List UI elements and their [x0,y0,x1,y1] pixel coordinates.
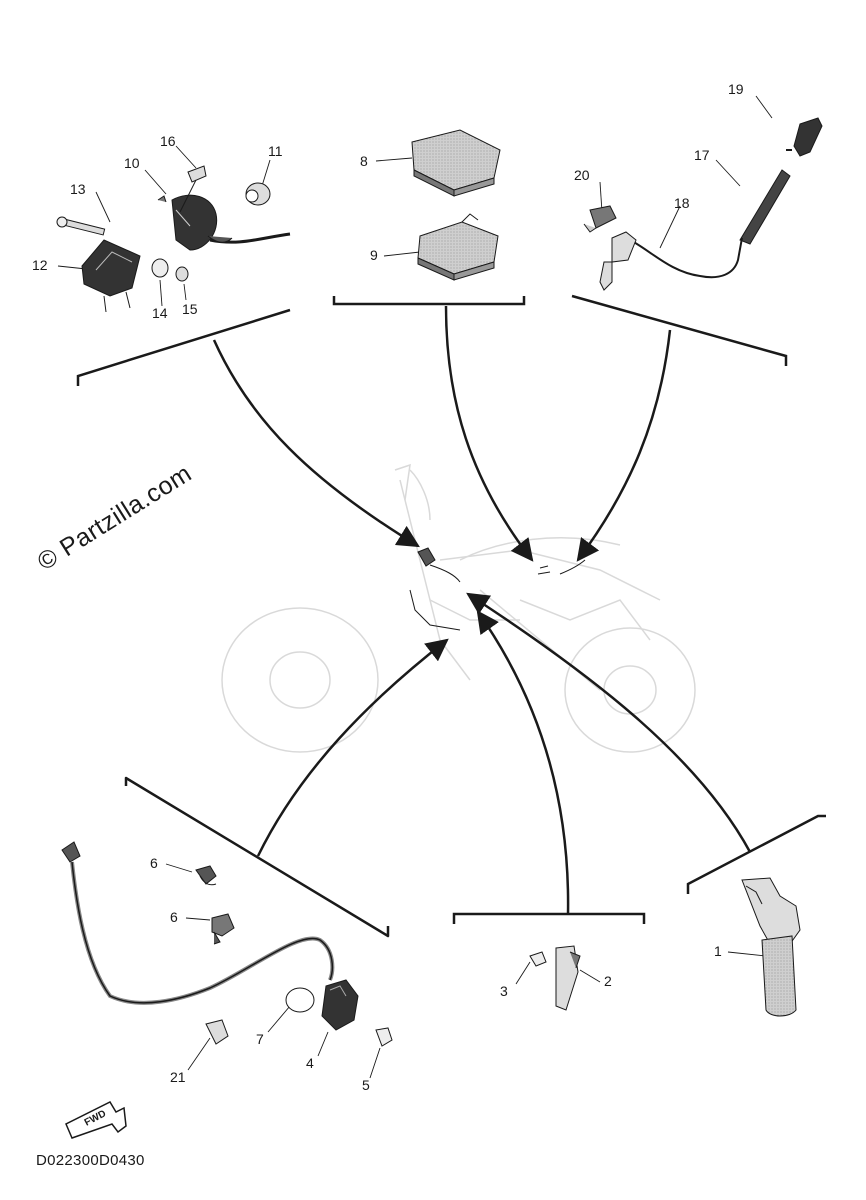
leader-lines [57,95,773,1079]
group-brackets [76,294,826,938]
callout-5: 5 [362,1077,370,1093]
callout-11: 11 [268,143,283,159]
callout-17: 17 [694,147,710,163]
callout-3: 3 [500,983,508,999]
callout-1: 1 [714,943,722,959]
callout-14: 14 [152,305,168,321]
throttle-grip-assembly [741,877,801,1017]
callout-6b: 6 [170,909,178,925]
callout-8: 8 [360,153,368,169]
callout-2: 2 [604,973,612,989]
forward-direction-arrow [65,1101,127,1139]
callout-21: 21 [170,1069,186,1085]
handlebar-switch-assembly [583,117,823,291]
callout-4: 4 [306,1055,314,1071]
callout-16: 16 [160,133,176,149]
sensor-bracket-assembly [56,165,291,313]
sub-harness-assembly [61,841,393,1047]
callout-7: 7 [256,1031,264,1047]
callout-18: 18 [674,195,690,211]
speed-sensor-assembly [529,945,581,1011]
center-assembly [409,547,586,631]
callout-10: 10 [124,155,140,171]
connector-arrows [212,305,752,915]
ecu-modules [411,129,501,281]
motorcycle-outline [221,463,696,753]
callout-19: 19 [728,81,744,97]
callout-20: 20 [574,167,590,183]
callout-6a: 6 [150,855,158,871]
callout-9: 9 [370,247,378,263]
callout-13: 13 [70,181,86,197]
callout-15: 15 [182,301,198,317]
callout-12: 12 [32,257,48,273]
diagram-code: D022300D0430 [36,1152,145,1169]
